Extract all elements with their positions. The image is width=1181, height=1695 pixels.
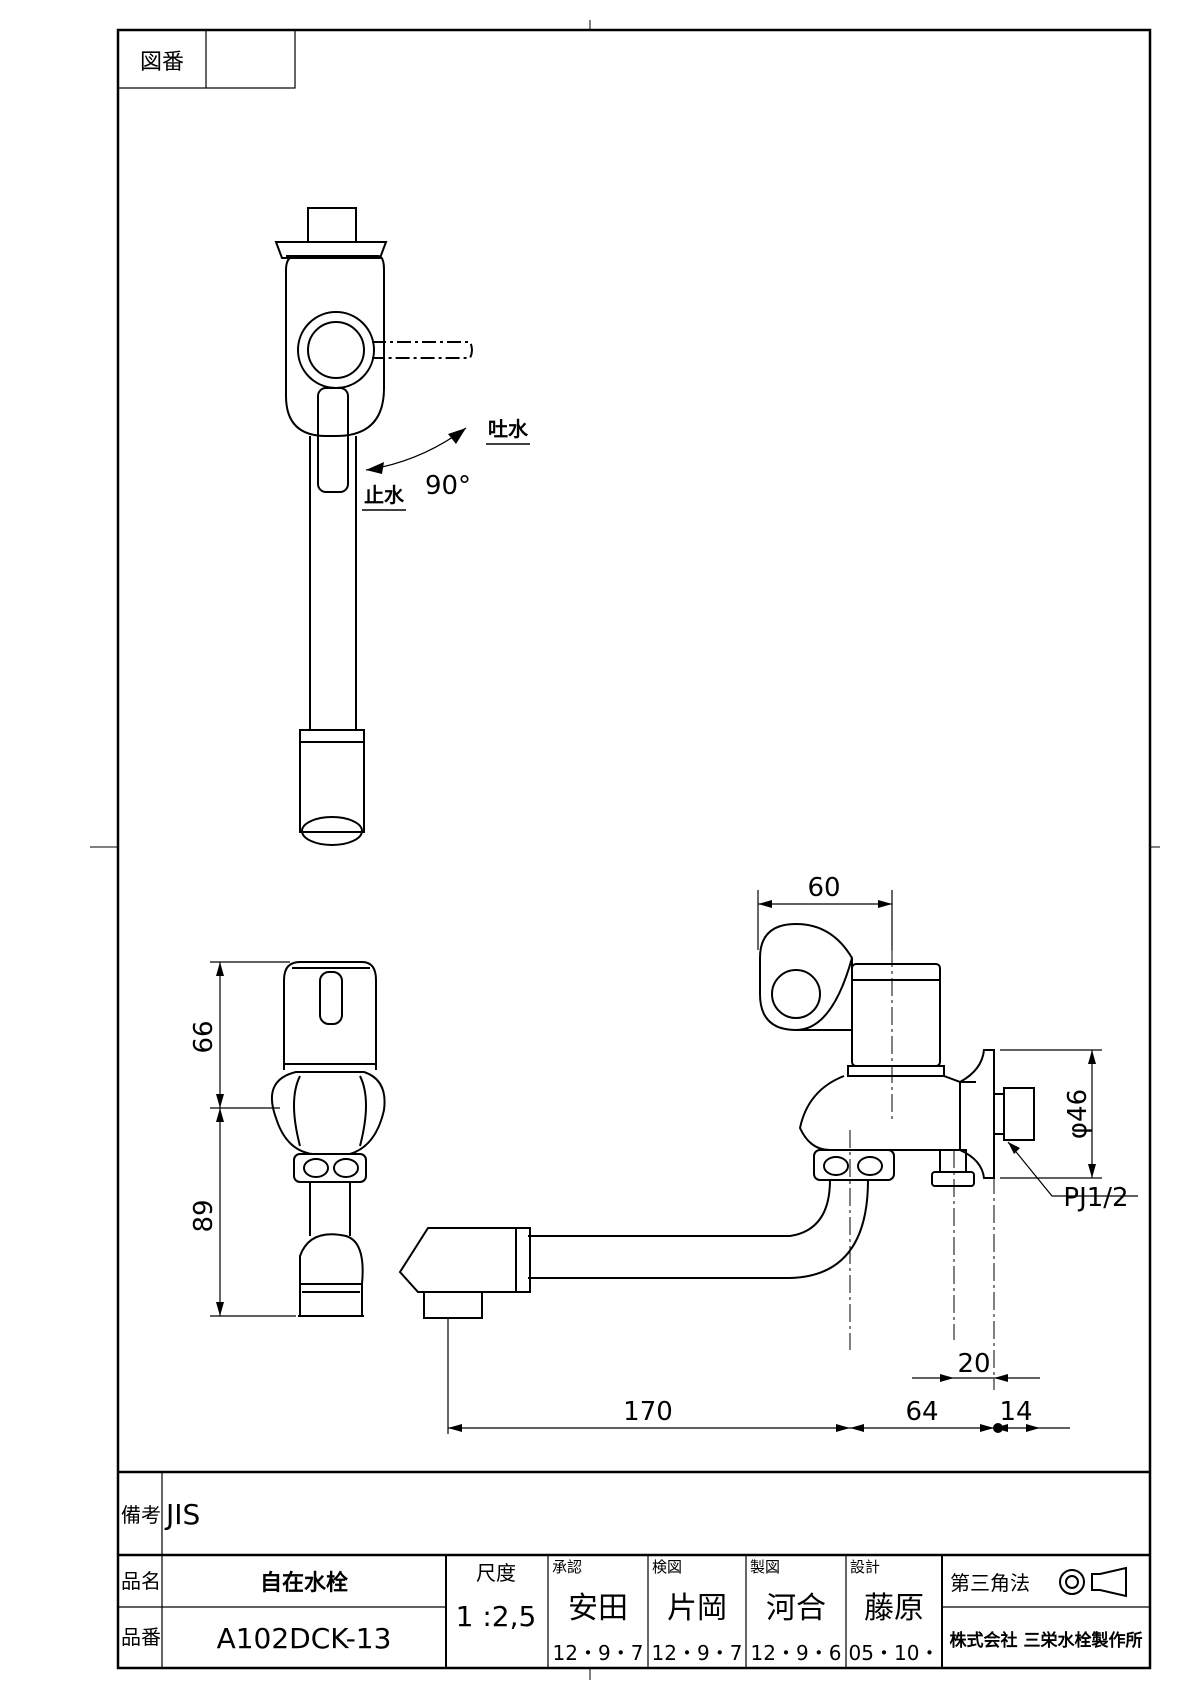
side-dimension-arrows: [448, 900, 1096, 1433]
title-block: [118, 1470, 1150, 1668]
angle-label: 90°: [425, 471, 471, 501]
dimension-89: 89: [189, 1199, 219, 1232]
name-label: 品名: [121, 1569, 161, 1593]
scale-value: 1 :2,5: [456, 1600, 537, 1633]
rotation-arrow-head-spout: [448, 428, 466, 444]
approve-label: 承認: [552, 1558, 582, 1576]
remarks-label: 備考: [121, 1503, 161, 1527]
drawing-number-label: 図番: [140, 50, 184, 75]
dimension-170: 170: [623, 1397, 673, 1427]
company-name: 株式会社 三栄水栓製作所: [950, 1630, 1143, 1651]
dimension-14: 14: [999, 1397, 1032, 1427]
check-name: 片岡: [667, 1591, 727, 1626]
dimension-diameter-46: φ46: [1063, 1089, 1093, 1139]
side-view: [398, 922, 1035, 1319]
sheet-border: [116, 28, 1152, 1670]
top-view: [274, 207, 473, 846]
stop-label: 止水: [364, 483, 405, 507]
approve-date: 12・9・7: [553, 1641, 644, 1665]
design-label: 設計: [850, 1558, 880, 1576]
scale-label: 尺度: [476, 1561, 516, 1585]
front-dimensions: [210, 961, 296, 1317]
front-view: [271, 961, 386, 1317]
dimension-pj-1-2: PJ1/2: [1063, 1183, 1128, 1213]
dimension-60: 60: [807, 873, 840, 903]
third-angle-projection-icon: [1059, 1566, 1127, 1598]
draw-name: 河合: [766, 1591, 826, 1626]
approve-name: 安田: [568, 1591, 628, 1626]
side-dimensions: [447, 890, 1138, 1434]
front-dimension-arrows: [216, 962, 224, 1316]
rotation-arrow-head-stop: [366, 462, 384, 474]
number-label: 品番: [121, 1625, 161, 1649]
dimension-66: 66: [189, 1020, 219, 1053]
check-label: 検図: [652, 1558, 682, 1576]
draw-label: 製図: [750, 1558, 780, 1576]
projection-label: 第三角法: [950, 1571, 1030, 1595]
number-value: A102DCK-13: [217, 1622, 392, 1655]
remarks-value: JIS: [164, 1498, 200, 1531]
draw-date: 12・9・6: [751, 1641, 842, 1665]
design-date: 05・10・: [849, 1641, 940, 1665]
center-lines: [849, 920, 995, 1390]
check-date: 12・9・7: [652, 1641, 743, 1665]
design-name: 藤原: [864, 1591, 924, 1626]
drawing-number-box: 図番: [117, 29, 296, 89]
dimension-64: 64: [905, 1397, 938, 1427]
spout-label: 吐水: [488, 417, 529, 441]
name-value: 自在水栓: [260, 1570, 348, 1596]
dimension-20: 20: [957, 1349, 990, 1379]
